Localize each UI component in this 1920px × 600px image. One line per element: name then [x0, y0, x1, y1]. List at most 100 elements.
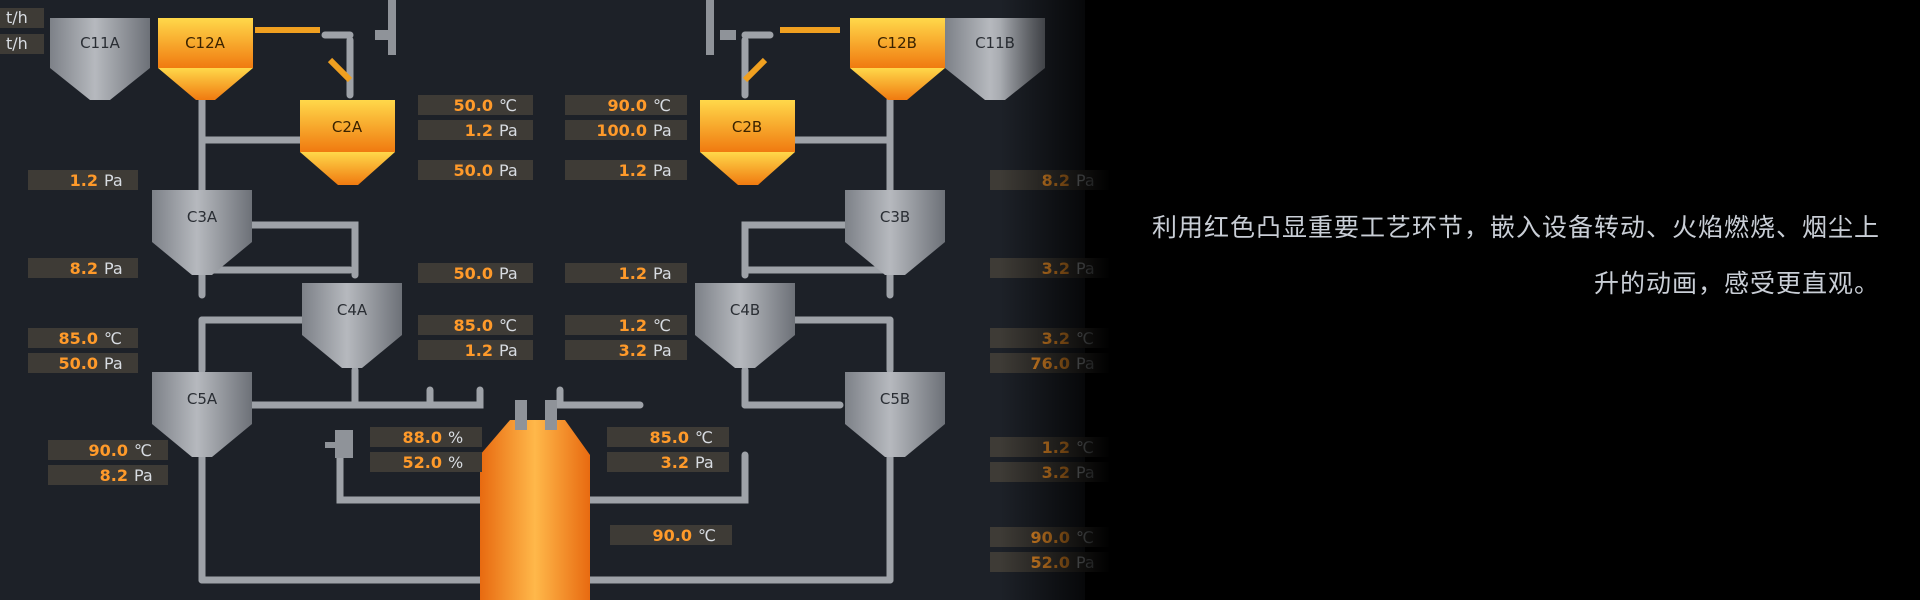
reading-value: 1.2 [619, 316, 647, 335]
reading-unit: Pa [104, 354, 123, 373]
reading-box [370, 452, 482, 472]
reading-unit: Pa [653, 341, 672, 360]
reading-value: 3.2 [661, 453, 689, 472]
riser-valve [325, 430, 353, 458]
cyclone-c5b: C5B [845, 372, 945, 457]
reading-unit: Pa [653, 121, 672, 140]
reading-box [48, 465, 168, 485]
reading-box [565, 263, 687, 283]
reading-value: 8.2 [1042, 171, 1070, 190]
cyclone-c4b: C4B [695, 283, 795, 368]
reading-value: 8.2 [70, 259, 98, 278]
reading-unit: % [448, 428, 463, 447]
reading-unit: Pa [134, 466, 153, 485]
reading-r21: 85.0 ℃ [607, 427, 729, 447]
equipment-label-c12b: C12B [877, 34, 917, 52]
reading-box [28, 170, 138, 190]
reading-value: 1.2 [465, 121, 493, 140]
reading-r22: 3.2 Pa [607, 452, 729, 472]
reading-value: 90.0 [1031, 528, 1070, 547]
reading-unit: Pa [499, 264, 518, 283]
reading-value: 85.0 [650, 428, 689, 447]
reading-unit: Pa [653, 264, 672, 283]
reading-value: 100.0 [596, 121, 647, 140]
reading-value: 50.0 [454, 264, 493, 283]
reading-r20: 52.0% [370, 452, 482, 472]
furnace [480, 400, 590, 600]
cyclone-c12a: C12A [158, 18, 253, 100]
reading-box [418, 263, 533, 283]
reading-unit: Pa [695, 453, 714, 472]
reading-r24: 8.2 Pa [990, 170, 1110, 190]
reading-box [610, 525, 732, 545]
equipment-label-c5b: C5B [880, 390, 910, 408]
cyclone-c3b: C3B [845, 190, 945, 275]
reading-value: 1.2 [70, 171, 98, 190]
reading-unit: ℃ [653, 316, 671, 335]
flow-units: t/h t/h [0, 8, 44, 54]
reading-box [565, 95, 687, 115]
reading-box [370, 427, 482, 447]
reading-unit: Pa [104, 259, 123, 278]
reading-unit: Pa [104, 171, 123, 190]
reading-value: 90.0 [608, 96, 647, 115]
cyclone-c5a: C5A [152, 372, 252, 457]
reading-unit: ℃ [1076, 438, 1094, 457]
reading-value: 1.2 [619, 264, 647, 283]
equipment-label-c5a: C5A [187, 390, 218, 408]
flow-unit-1: t/h [6, 8, 28, 27]
reading-box [565, 160, 687, 180]
reading-value: 90.0 [89, 441, 128, 460]
reading-box [418, 315, 533, 335]
reading-box [418, 340, 533, 360]
reading-box [418, 120, 533, 140]
reading-value: 52.0 [403, 453, 442, 472]
reading-value: 90.0 [653, 526, 692, 545]
reading-unit: ℃ [653, 96, 671, 115]
flow-unit-2: t/h [6, 34, 28, 53]
caption-line-1: 利用红色凸显重要工艺环节，嵌入设备转动、火焰燃烧、烟尘上 [1151, 213, 1880, 242]
reading-value: 1.2 [619, 161, 647, 180]
reading-value: 50.0 [59, 354, 98, 373]
reading-box [48, 440, 168, 460]
equipment-label-c3b: C3B [880, 208, 910, 226]
reading-box [565, 120, 687, 140]
reading-value: 3.2 [1042, 259, 1070, 278]
reading-unit: Pa [1076, 354, 1095, 373]
reading-r28: 1.2 ℃ [990, 437, 1110, 457]
reading-r05: 100.0 Pa [565, 120, 687, 140]
reading-r30: 90.0 ℃ [990, 527, 1110, 547]
reading-unit: Pa [1076, 171, 1095, 190]
reading-value: 1.2 [1042, 438, 1070, 457]
reading-box [607, 452, 729, 472]
reading-unit: ℃ [499, 96, 517, 115]
reading-r04: 90.0 ℃ [565, 95, 687, 115]
cyclone-c11a: C11A [50, 18, 150, 100]
equipment-label-c2a: C2A [332, 118, 363, 136]
reading-r25: 3.2 Pa [990, 258, 1110, 278]
reading-r14: 85.0℃ [418, 315, 533, 335]
reading-r16: 1.2 Pa [565, 263, 687, 283]
equipment-label-c11b: C11B [975, 34, 1015, 52]
cyclone-c3a: C3A [152, 190, 252, 275]
cyclone-c2b: C2B [700, 100, 795, 185]
reading-unit: ℃ [1076, 329, 1094, 348]
reading-r23: 90.0℃ [610, 525, 732, 545]
reading-unit: Pa [1076, 553, 1095, 572]
reading-value: 88.0 [403, 428, 442, 447]
reading-unit: ℃ [1076, 528, 1094, 547]
reading-r13: 50.0 Pa [418, 263, 533, 283]
reading-unit: Pa [499, 341, 518, 360]
equipment-label-c4a: C4A [337, 301, 368, 319]
reading-unit: Pa [1076, 463, 1095, 482]
reading-value: 3.2 [1042, 329, 1070, 348]
reading-unit: ℃ [695, 428, 713, 447]
reading-r19: 88.0% [370, 427, 482, 447]
reading-unit: Pa [1076, 259, 1095, 278]
